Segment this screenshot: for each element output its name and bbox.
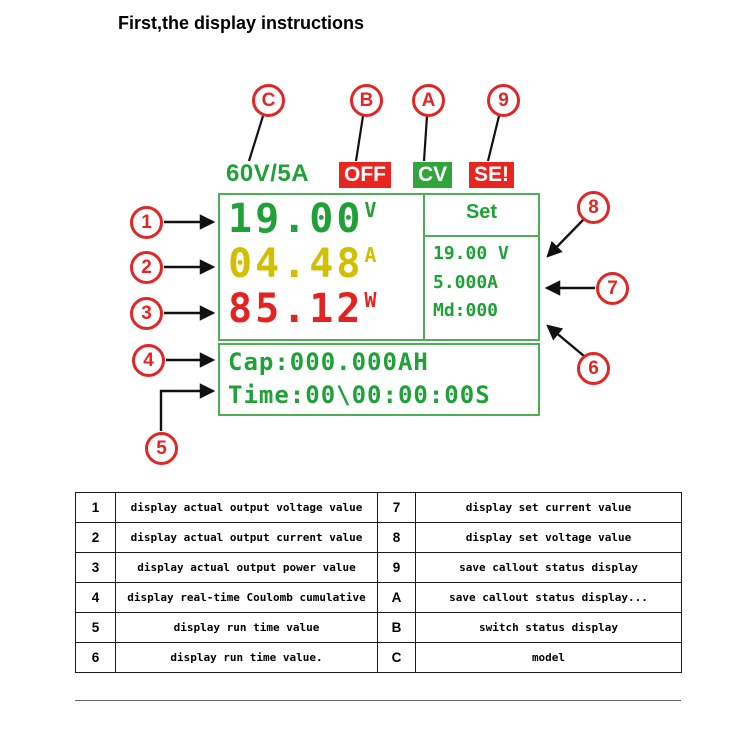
legend-num: A [377, 582, 416, 613]
cv-status-badge: CV [413, 162, 453, 188]
display-main-panel: 19.00V 04.48A 85.12W Set 19.00 V 5.000A … [218, 193, 540, 341]
legend-row: 6 display run time value. C model [75, 642, 682, 673]
voltage-unit: V [364, 198, 377, 222]
output-voltage-value: 19.00 [228, 196, 364, 242]
legend-desc: switch status display [415, 612, 682, 643]
set-title-underline [425, 235, 538, 237]
callout-a: A [412, 84, 445, 117]
run-time-value-line: Time:00\00:00:00S [228, 381, 491, 409]
legend-desc: display run time value [115, 612, 378, 643]
current-unit: A [364, 243, 377, 267]
legend-desc: model [415, 642, 682, 673]
callout-arrow-6 [546, 324, 585, 357]
legend-row: 4 display real-time Coulomb cumulative A… [75, 582, 682, 613]
legend-desc: display set voltage value [415, 522, 682, 553]
callout-c: C [252, 84, 285, 117]
save-status-badge: SE! [469, 162, 515, 188]
output-power-value: 85.12 [228, 286, 364, 332]
legend-num: 7 [377, 492, 416, 523]
callout-line-c [247, 115, 265, 162]
callout-b: B [350, 84, 383, 117]
legend-num: 5 [75, 612, 116, 643]
legend-num: B [377, 612, 416, 643]
legend-num: 4 [75, 582, 116, 613]
legend-desc: save callout status display [415, 552, 682, 583]
legend-num: 9 [377, 552, 416, 583]
legend-row: 5 display run time value B switch status… [75, 612, 682, 643]
legend-desc: save callout status display... [415, 582, 682, 613]
callout-line-a [422, 115, 429, 162]
legend-num: C [377, 642, 416, 673]
legend-desc: display actual output current value [115, 522, 378, 553]
legend-num: 2 [75, 522, 116, 553]
callout-3: 3 [130, 297, 163, 330]
callout-8: 8 [577, 191, 610, 224]
legend-desc: display actual output voltage value [115, 492, 378, 523]
callout-6: 6 [577, 352, 610, 385]
legend-desc: display real-time Coulomb cumulative [115, 582, 378, 613]
capacity-value-line: Cap:000.000AH [228, 348, 429, 376]
legend-table: 1 display actual output voltage value 7 … [75, 492, 682, 673]
page-bottom-divider [75, 700, 681, 701]
power-unit: W [364, 288, 377, 312]
output-current-reading: 04.48A [228, 244, 376, 284]
legend-desc: display run time value. [115, 642, 378, 673]
callout-arrow-5 [159, 383, 216, 431]
legend-row: 2 display actual output current value 8 … [75, 522, 682, 553]
callout-9: 9 [487, 84, 520, 117]
output-power-reading: 85.12W [228, 289, 376, 329]
callout-4: 4 [132, 344, 165, 377]
page-title: First,the display instructions [118, 13, 365, 33]
output-current-value: 04.48 [228, 241, 364, 287]
model-rating-label: 60V/5A [226, 160, 310, 187]
set-mode-value: Md:000 [433, 300, 499, 321]
callout-line-9 [486, 115, 501, 162]
set-panel-title: Set [465, 201, 498, 223]
legend-row: 1 display actual output voltage value 7 … [75, 492, 682, 523]
legend-desc: display set current value [415, 492, 682, 523]
set-current-value: 5.000A [433, 272, 499, 293]
set-panel-divider [423, 195, 425, 339]
callout-5: 5 [145, 432, 178, 465]
callout-line-b [354, 115, 365, 162]
set-voltage-value: 19.00 V [433, 243, 509, 264]
legend-num: 8 [377, 522, 416, 553]
callout-2: 2 [130, 251, 163, 284]
switch-status-badge: OFF [339, 162, 391, 188]
callout-7: 7 [596, 272, 629, 305]
display-info-panel: Cap:000.000AH Time:00\00:00:00S [218, 343, 540, 416]
callout-1: 1 [130, 206, 163, 239]
legend-num: 6 [75, 642, 116, 673]
output-voltage-reading: 19.00V [228, 199, 376, 239]
callout-arrow-8 [546, 218, 585, 258]
legend-num: 3 [75, 552, 116, 583]
legend-row: 3 display actual output power value 9 sa… [75, 552, 682, 583]
legend-num: 1 [75, 492, 116, 523]
legend-desc: display actual output power value [115, 552, 378, 583]
